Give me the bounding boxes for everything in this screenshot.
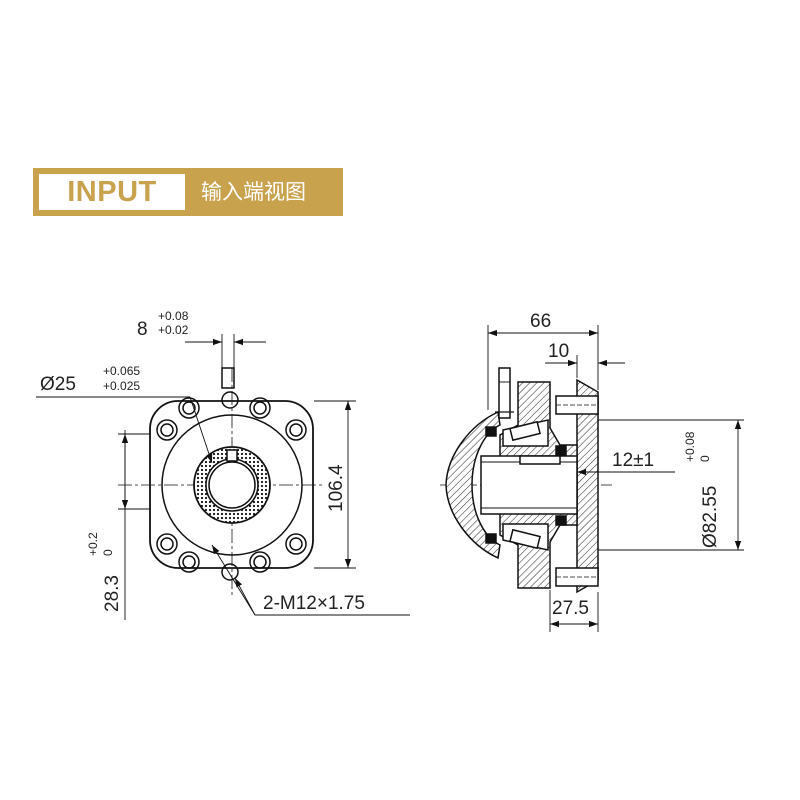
top-bolt <box>498 367 511 419</box>
flange-dim-label: 10 <box>548 341 569 362</box>
front-dimensions <box>36 334 410 620</box>
depth-dim-label: 12±1 <box>612 450 654 471</box>
offset-tol-lower: 0 <box>101 549 115 556</box>
input-badge: INPUT <box>39 174 185 210</box>
bolt-holes <box>156 397 307 573</box>
side-dimension-text: 66 10 12±1 Ø82.55 +0.08 0 27.5 <box>530 311 721 619</box>
offset-dim-label: 28.3 <box>102 575 123 612</box>
key-slot <box>226 449 238 462</box>
bore-tol-upper: +0.065 <box>103 364 140 378</box>
key-stub <box>221 367 235 389</box>
side-view <box>440 367 612 594</box>
bore-dim-label: Ø25 <box>40 374 76 395</box>
bearings <box>502 419 549 551</box>
slot-tol-lower: +0.02 <box>158 323 189 337</box>
threaded-holes <box>221 391 239 581</box>
slot-tol-upper: +0.08 <box>158 309 189 323</box>
offset-tol-upper: +0.2 <box>86 532 100 556</box>
end-cover <box>445 410 501 560</box>
section-banner: INPUT 输入端视图 <box>33 168 343 216</box>
flange-body <box>149 400 314 569</box>
length-dim-label: 66 <box>530 311 551 332</box>
height-dim-label: 106.4 <box>326 464 347 512</box>
width-dim-label: 27.5 <box>552 598 589 619</box>
bore-tol-lower: +0.025 <box>103 379 140 393</box>
thread-dim-label: 2-M12×1.75 <box>263 593 365 614</box>
input-shaft <box>480 455 578 515</box>
banner-caption: 输入端视图 <box>201 180 306 204</box>
housing-circle <box>161 414 303 556</box>
pilot-tol-lower: 0 <box>698 455 712 462</box>
pilot-tol-upper: +0.08 <box>683 431 697 462</box>
front-dimension-text: 8 +0.08 +0.02 Ø25 +0.065 +0.025 106.4 28… <box>40 309 365 614</box>
seals <box>485 426 567 544</box>
shaft-key <box>519 455 561 465</box>
side-dimensions <box>487 325 744 632</box>
pilot-dim-label: Ø82.55 <box>700 486 721 548</box>
bore-circle <box>205 458 259 512</box>
front-view <box>118 367 322 598</box>
slot-dim-label: 8 <box>137 319 148 340</box>
